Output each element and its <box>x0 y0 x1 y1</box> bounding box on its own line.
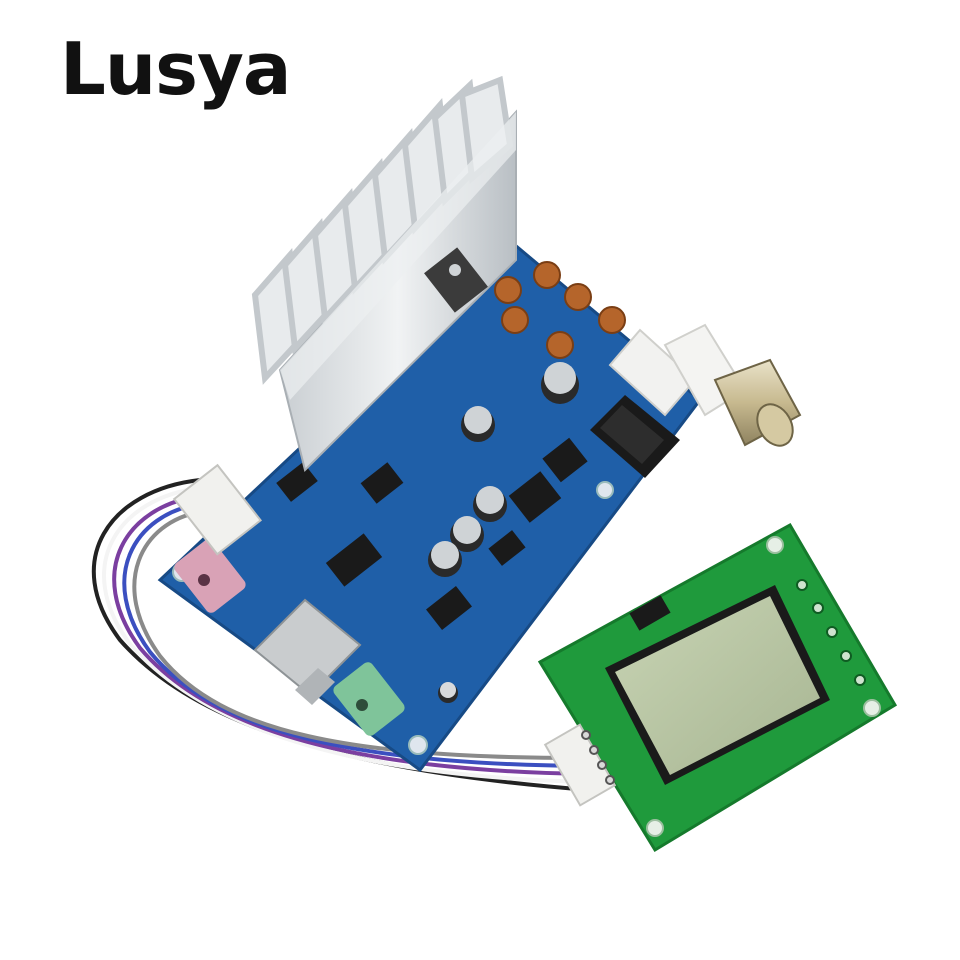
capacitor <box>473 486 507 522</box>
brand-logo: Lusya <box>60 27 292 111</box>
main-pcb <box>157 242 703 773</box>
mount-hole <box>596 481 614 499</box>
regulator-chip <box>508 471 562 523</box>
mount-hole <box>646 819 664 837</box>
sd-card-slot <box>253 598 362 705</box>
heatsink <box>251 75 517 472</box>
lcd-driver-chip <box>629 595 671 631</box>
display-pcb <box>537 522 898 853</box>
cable-connector <box>172 463 263 556</box>
ic-chip <box>426 586 472 630</box>
mount-hole <box>863 699 881 717</box>
display-connector <box>543 723 617 807</box>
button-pads <box>796 579 866 686</box>
audio-jack-pink <box>174 539 246 613</box>
mount-hole <box>408 735 428 755</box>
capacitor <box>461 406 495 442</box>
bnc-connector <box>608 323 802 447</box>
capacitor <box>450 516 484 552</box>
ic-chip <box>325 533 383 587</box>
header-pins <box>581 730 615 785</box>
coil <box>494 261 626 359</box>
mount-hole <box>766 536 784 554</box>
capacitor <box>438 682 458 703</box>
lcd-screen <box>605 585 830 785</box>
dc-power-jack <box>590 395 680 478</box>
power-transistor <box>424 247 488 313</box>
capacitor <box>541 362 579 404</box>
ic-chip <box>276 462 318 502</box>
capacitor <box>428 541 462 577</box>
ic-chip <box>488 530 526 566</box>
audio-jack-green <box>333 662 405 736</box>
ic-chip <box>360 462 404 504</box>
regulator-chip <box>542 437 588 483</box>
